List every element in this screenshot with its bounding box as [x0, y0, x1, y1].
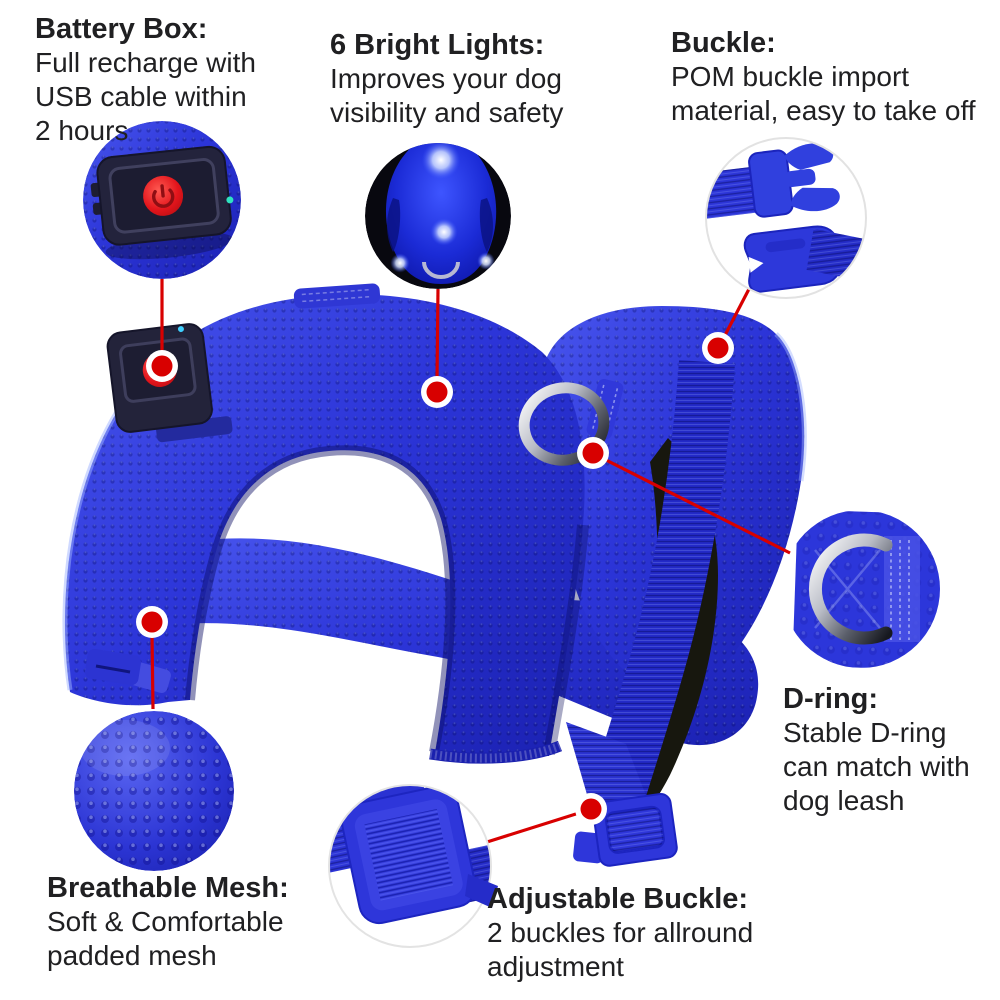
d-ring-icon — [518, 382, 610, 466]
inset-battery-box — [83, 121, 241, 279]
led-glow — [388, 251, 412, 275]
callout-text-line: can match with — [783, 751, 970, 782]
callout-dot-dring — [577, 437, 609, 469]
arch-inner-shadow — [185, 445, 456, 753]
shoulder-strap-stub — [293, 283, 381, 309]
led-indicator — [226, 196, 234, 204]
inset-adjustable-buckle — [328, 784, 498, 948]
inset-d-ring — [782, 510, 940, 668]
metal-d-ring — [518, 378, 624, 466]
callout-text-line: POM buckle import — [671, 61, 910, 92]
d-ring-icon — [809, 533, 893, 645]
callout-text-line: 2 hours — [35, 115, 129, 146]
callout-text-line: USB cable within — [35, 81, 247, 112]
inset-buckle — [705, 137, 867, 299]
bottom-strap — [566, 722, 650, 806]
callout-text-line: material, easy to take off — [671, 95, 976, 126]
panel-highlight — [774, 332, 807, 482]
callout-title: Adjustable Buckle: — [487, 883, 749, 915]
callout-adjustable-buckle: Adjustable Buckle: 2 buckles for allroun… — [487, 882, 753, 984]
callout-title: D-ring: — [783, 683, 879, 715]
callout-text-line: Stable D-ring — [783, 717, 947, 748]
callout-line-dring — [599, 455, 791, 555]
callout-line-mesh — [150, 633, 155, 710]
callout-text-line: padded mesh — [47, 940, 217, 971]
webbing-overflow — [465, 874, 498, 908]
arch-highlight — [62, 396, 129, 691]
led-glow — [427, 215, 461, 249]
callout-breathable-mesh: Breathable Mesh: Soft & Comfortable padd… — [47, 871, 289, 973]
bottom-slider-buckle — [573, 793, 678, 867]
callout-line-lights — [435, 288, 440, 381]
callout-dot-battery — [146, 350, 178, 382]
callout-battery-box: Battery Box: Full recharge with USB cabl… — [35, 12, 256, 148]
callout-title: Breathable Mesh: — [47, 872, 289, 904]
power-icon — [151, 184, 175, 208]
back-panel — [544, 306, 807, 694]
left-slider-buckle — [84, 648, 171, 694]
callout-connectors — [136, 279, 791, 844]
inset-mesh — [74, 711, 234, 871]
led-glow — [475, 250, 497, 272]
callout-d-ring: D-ring: Stable D-ring can match with dog… — [783, 682, 970, 818]
led-glow — [417, 143, 465, 184]
callout-text-line: Improves your dog — [330, 63, 562, 94]
callout-bright-lights: 6 Bright Lights: Improves your dog visib… — [330, 28, 563, 130]
front-arch — [62, 294, 589, 764]
panel-right-shadow — [543, 524, 589, 756]
callout-text-line: adjustment — [487, 951, 624, 982]
inset-bright-lights — [365, 143, 511, 289]
callout-dot-buckle — [702, 332, 734, 364]
panel-trim — [429, 740, 563, 764]
callout-text-line: Soft & Comfortable — [47, 906, 284, 937]
callout-buckle: Buckle: POM buckle import material, easy… — [671, 26, 976, 128]
d-ring-icon — [422, 261, 460, 279]
callout-title: Battery Box: — [35, 13, 208, 45]
callout-title: 6 Bright Lights: — [330, 29, 545, 61]
callout-text-line: visibility and safety — [330, 97, 564, 128]
callout-dot-adjustable — [575, 793, 607, 825]
callout-dot-lights — [421, 376, 453, 408]
callout-text-line: 2 buckles for allround — [487, 917, 754, 948]
callout-line-adjustable — [486, 811, 580, 844]
led-indicator — [177, 326, 184, 333]
callout-dot-mesh — [136, 606, 168, 638]
panel-trim-hatch — [429, 741, 562, 763]
callout-text-line: dog leash — [783, 785, 905, 816]
callout-title: Buckle: — [671, 27, 776, 59]
callout-text-line: Full recharge with — [35, 47, 256, 78]
callout-line-buckle — [720, 288, 751, 342]
